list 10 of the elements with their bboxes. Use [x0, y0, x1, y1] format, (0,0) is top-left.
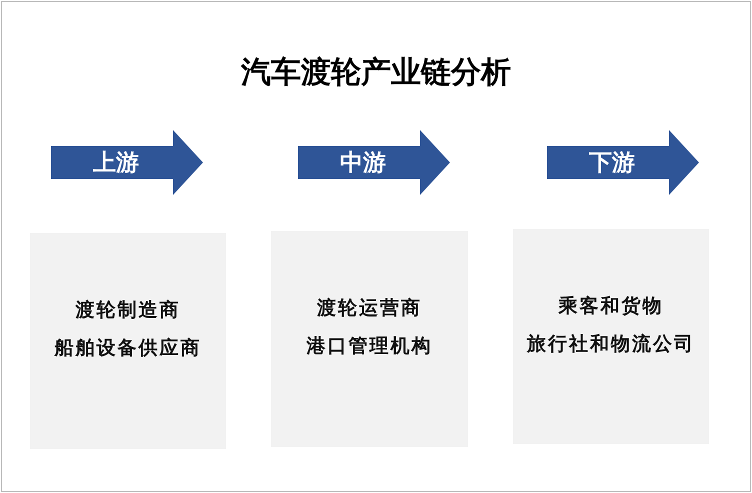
- stage-label: 中游: [340, 151, 386, 174]
- entity-label: 港口管理机构: [306, 336, 432, 358]
- entity-label: 乘客和货物: [558, 296, 664, 318]
- stage-label: 上游: [93, 151, 139, 174]
- entity-label: 旅行社和物流公司: [527, 334, 695, 356]
- entity-label: 船舶设备供应商: [54, 338, 202, 360]
- stage-label: 下游: [589, 151, 635, 174]
- title: 汽车渡轮产业链分析: [241, 55, 511, 91]
- entity-label: 渡轮运营商: [317, 298, 422, 320]
- entity-label: 渡轮制造商: [76, 300, 180, 322]
